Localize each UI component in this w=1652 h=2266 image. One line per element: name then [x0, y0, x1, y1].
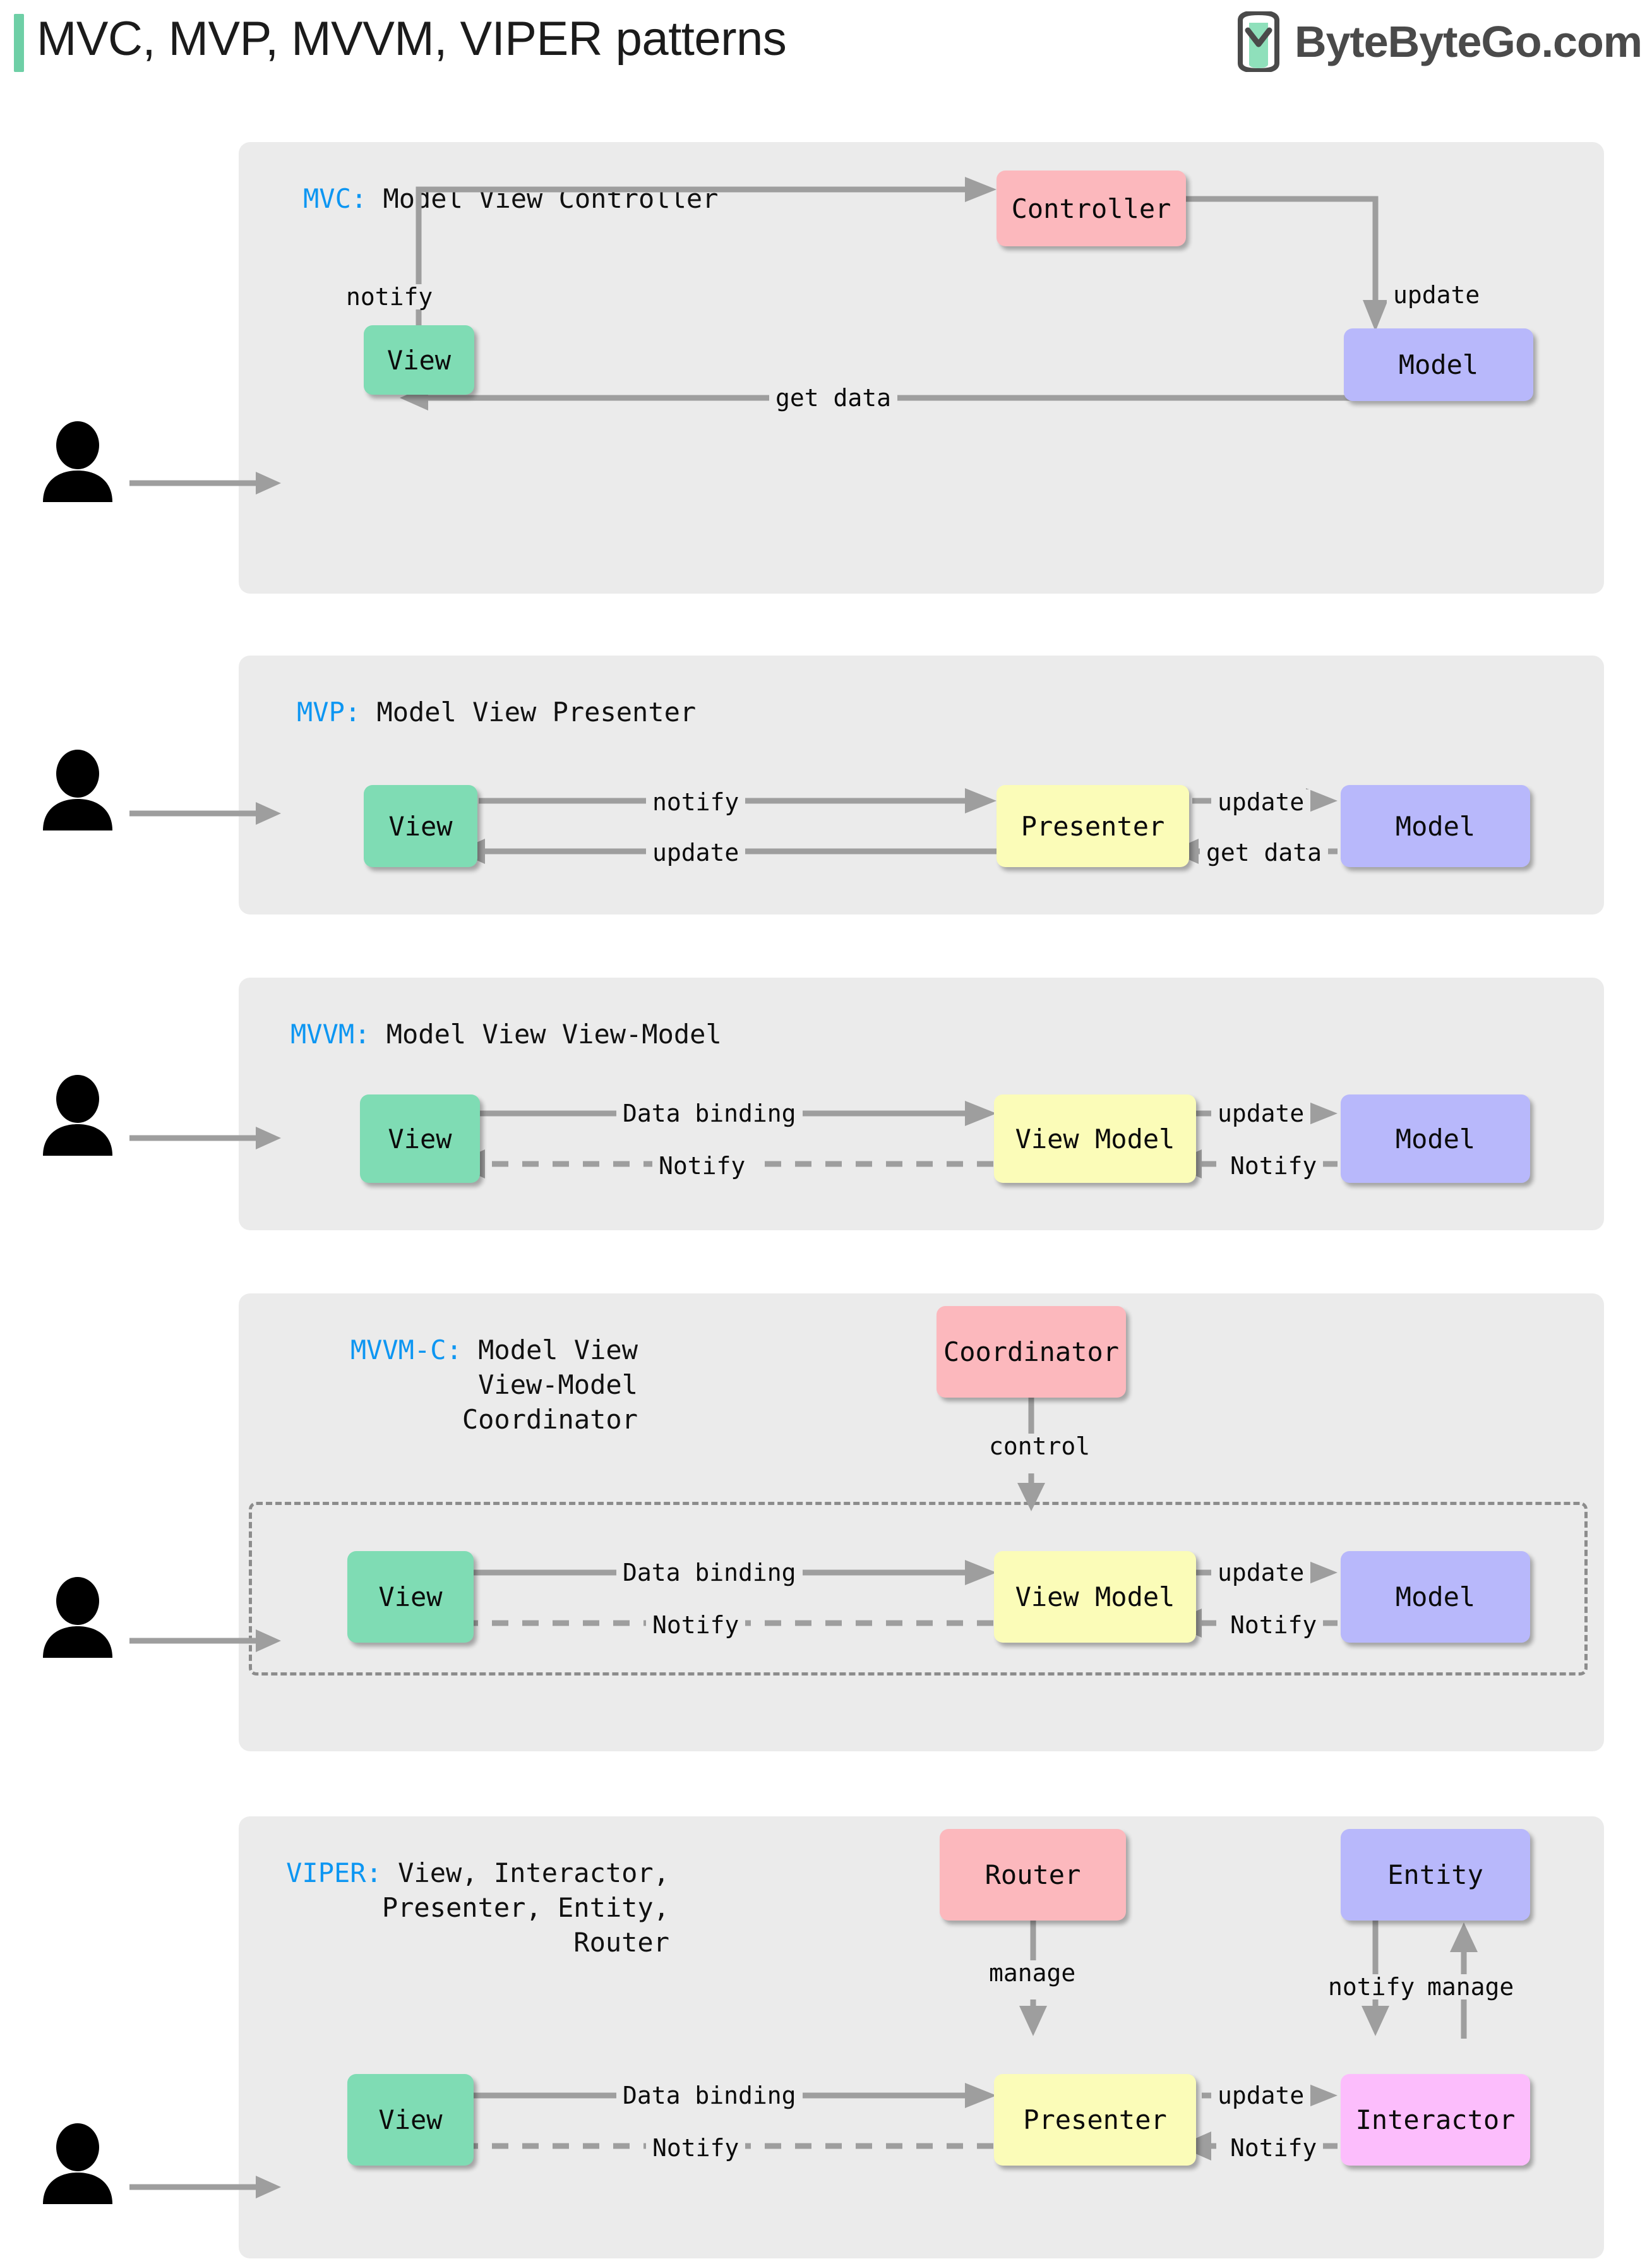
page-title: MVC, MVP, MVVM, VIPER patterns [37, 12, 787, 66]
user-actor-mvc [37, 420, 119, 502]
node-view-mvc[interactable]: View [364, 325, 474, 395]
edge-label-notify-left-viper: Notify [646, 2135, 746, 2161]
user-to-view-arrow-mvc [129, 471, 281, 496]
user-to-view-arrow-mvvmc [129, 1628, 281, 1653]
user-to-view-arrow-mvp [129, 801, 281, 826]
brand-logo-group: ByteByteGo.com [1234, 11, 1643, 72]
mvvmc-connectors [440, 1398, 1338, 1638]
section-title-mvp: MVP: Model View Presenter [297, 695, 696, 729]
edge-label-control-mvvm-c: control [983, 1434, 1097, 1459]
title-accent-bar [14, 14, 24, 72]
edge-label-data-binding-mvvm: Data binding [616, 1101, 803, 1126]
section-abbr-viper: VIPER: [286, 1857, 382, 1888]
section-expansion-viper: View, Interactor, Presenter, Entity, Rou… [381, 1857, 669, 1958]
edge-label-notify-entity-viper: notify [1322, 1974, 1422, 1999]
section-title-mvvm-c: MVVM-C: Model View View-Model Coordinato… [284, 1333, 638, 1437]
edge-label-get-data-mvp: get data [1200, 840, 1329, 865]
brand-name: ByteByteGo.com [1294, 17, 1643, 66]
page-header: MVC, MVP, MVVM, VIPER patterns ByteByteG… [0, 0, 1652, 88]
edge-label-notify-left-mvvm: Notify [652, 1153, 752, 1178]
node-router-viper[interactable]: Router [940, 1829, 1126, 1921]
user-actor-mvvm-c [37, 1576, 119, 1658]
section-abbr-mvc: MVC: [303, 183, 368, 214]
section-abbr-mvvm: MVVM: [290, 1019, 371, 1050]
node-view-viper[interactable]: View [347, 2074, 474, 2166]
user-actor-mvp [37, 748, 119, 830]
edge-label-update-mvc: update [1387, 282, 1487, 308]
node-presenter-viper[interactable]: Presenter [994, 2074, 1196, 2166]
user-to-view-arrow-mvvm [129, 1125, 281, 1151]
node-view-mvvm-c[interactable]: View [347, 1551, 474, 1643]
node-model-mvvm[interactable]: Model [1341, 1094, 1530, 1183]
node-view-mvvm[interactable]: View [360, 1094, 480, 1183]
edge-label-get-data-mvc: get data [769, 385, 898, 411]
edge-label-notify-mvc: notify [340, 284, 440, 309]
edge-label-notify-mvp: notify [646, 789, 746, 815]
section-abbr-mvvm-c: MVVM-C: [350, 1334, 462, 1365]
node-view-model-mvvm[interactable]: View Model [994, 1094, 1196, 1183]
edge-label-update-mvvm-c: update [1211, 1560, 1311, 1585]
node-interactor-viper[interactable]: Interactor [1341, 2074, 1530, 2166]
panel-mvvm: MVVM: Model View View-Model View View Mo… [239, 978, 1604, 1230]
edge-label-update-right-mvp: update [1211, 789, 1311, 815]
edge-label-notify-right-mvvm-c: Notify [1224, 1612, 1324, 1638]
section-expansion-mvvm: Model View View-Model [370, 1019, 722, 1050]
section-title-viper: VIPER: View, Interactor, Presenter, Enti… [278, 1855, 669, 1960]
node-view-mvp[interactable]: View [364, 785, 477, 867]
section-expansion-mvp: Model View Presenter [361, 697, 697, 728]
panel-mvc: MVC: Model View Controller View Controll… [239, 142, 1604, 594]
node-model-mvc[interactable]: Model [1344, 328, 1533, 401]
panel-mvp: MVP: Model View Presenter View Presenter… [239, 656, 1604, 914]
node-view-model-mvvm-c[interactable]: View Model [994, 1551, 1196, 1643]
edge-label-update-mvvm: update [1211, 1101, 1311, 1126]
edge-label-manage-router-viper: manage [983, 1960, 1082, 1986]
edge-label-notify-right-mvvm: Notify [1224, 1153, 1324, 1178]
edge-label-data-binding-mvvm-c: Data binding [616, 1560, 803, 1585]
edge-label-update-left-mvp: update [646, 840, 746, 865]
node-presenter-mvp[interactable]: Presenter [997, 785, 1189, 867]
edge-label-update-viper: update [1211, 2083, 1311, 2108]
user-to-view-arrow-viper [129, 2174, 281, 2200]
edge-label-manage-entity-viper: manage [1421, 1974, 1521, 1999]
user-actor-mvvm [37, 1074, 119, 1156]
node-coordinator-mvvm-c[interactable]: Coordinator [937, 1306, 1126, 1398]
node-entity-viper[interactable]: Entity [1341, 1829, 1530, 1921]
edge-label-notify-left-mvvm-c: Notify [646, 1612, 746, 1638]
edge-label-notify-right-viper: Notify [1224, 2135, 1324, 2161]
section-expansion-mvvm-c: Model View View-Model Coordinator [462, 1334, 638, 1435]
node-model-mvvm-c[interactable]: Model [1341, 1551, 1530, 1643]
panel-viper: VIPER: View, Interactor, Presenter, Enti… [239, 1816, 1604, 2258]
section-title-mvvm: MVVM: Model View View-Model [290, 1017, 722, 1052]
user-actor-viper [37, 2122, 119, 2204]
node-model-mvp[interactable]: Model [1341, 785, 1530, 867]
bytebytego-logo-icon [1234, 11, 1283, 72]
mvvm-group-boundary [249, 1502, 1588, 1676]
node-controller-mvc[interactable]: Controller [997, 171, 1186, 246]
panel-mvvm-c: MVVM-C: Model View View-Model Coordinato… [239, 1293, 1604, 1751]
section-abbr-mvp: MVP: [297, 697, 361, 728]
edge-label-data-binding-viper: Data binding [616, 2083, 803, 2108]
